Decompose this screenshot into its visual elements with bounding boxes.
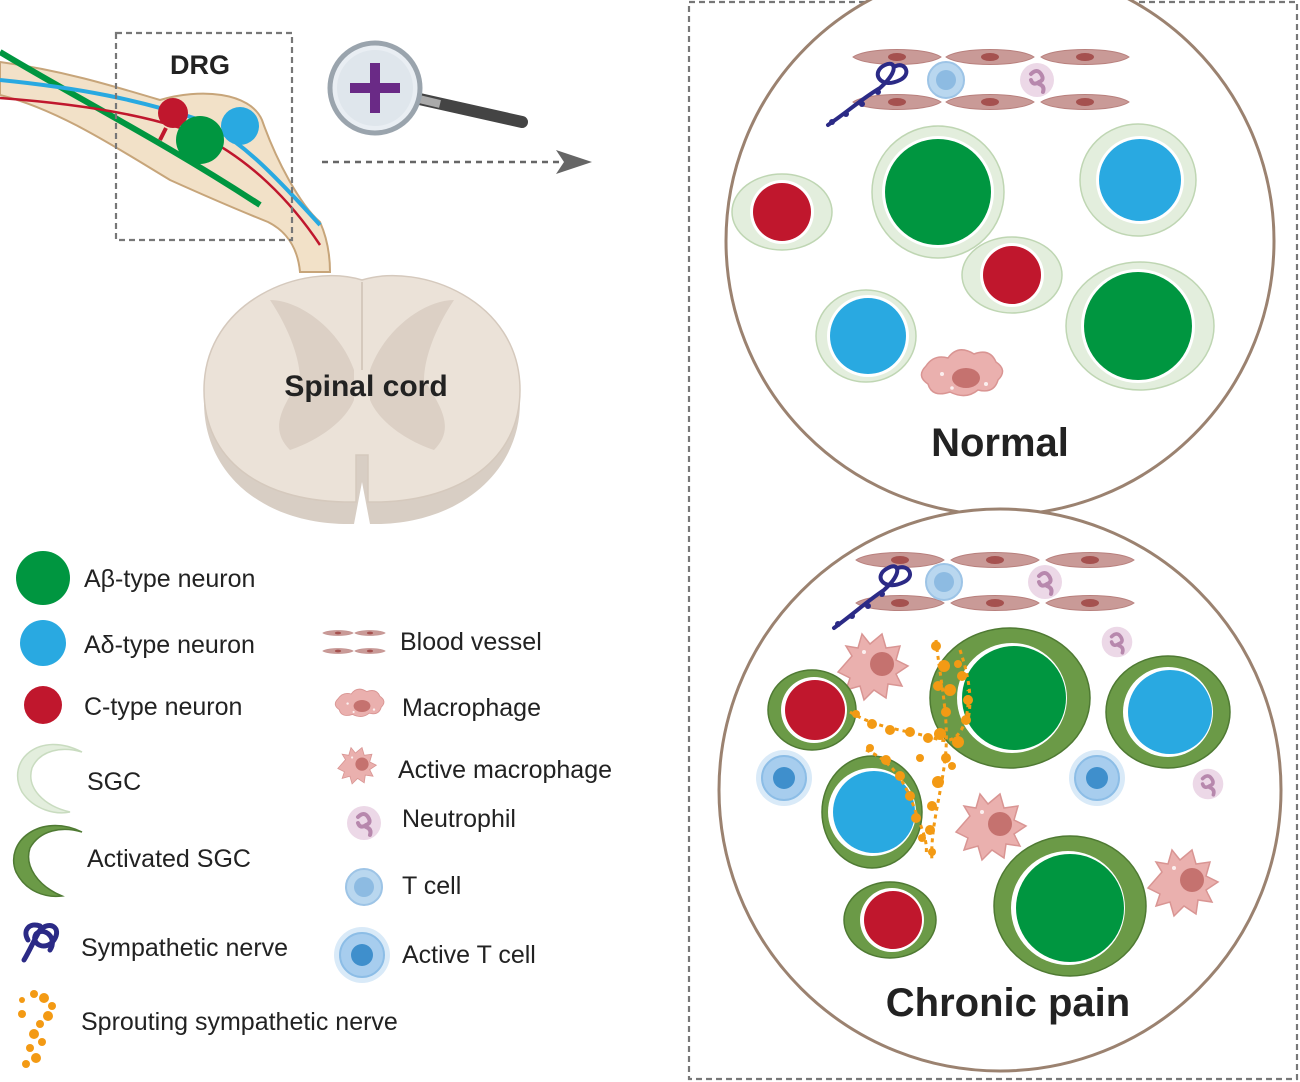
- legend-label-ab: Aβ-type neuron: [84, 565, 255, 593]
- ab-neuron-soma: [176, 116, 224, 164]
- ab-neuron: [929, 627, 1091, 769]
- active-t-cell: [1068, 749, 1126, 807]
- legend-label-ad: Aδ-type neuron: [84, 631, 255, 659]
- ab-neuron-icon: [16, 551, 70, 605]
- spinal-cord-label: Spinal cord: [284, 370, 447, 403]
- macrophage-icon: [334, 688, 385, 717]
- chronic-pain-title: Chronic pain: [886, 981, 1130, 1025]
- active-t-cell: [755, 749, 813, 807]
- ad-neuron: [1105, 655, 1231, 769]
- c-neuron: [731, 173, 833, 251]
- legend-label-blood-vessel: Blood vessel: [400, 628, 542, 656]
- drg-label: DRG: [170, 50, 230, 80]
- legend: Aβ-type neuron Aδ-type neuron C-type neu…: [13, 551, 612, 1068]
- activated-sgc-icon: [13, 824, 83, 898]
- overview: DRG Spinal cord: [0, 31, 592, 524]
- legend-label-sympathetic: Sympathetic nerve: [81, 934, 288, 962]
- c-neuron-icon: [24, 686, 62, 724]
- drg-zoom-box: [114, 31, 294, 242]
- normal-panel: Normal: [724, 0, 1276, 517]
- sympathetic-nerve: [832, 564, 912, 630]
- sprouting-nerve-icon: [18, 990, 56, 1068]
- ab-axon: [0, 49, 262, 208]
- legend-label-neutrophil: Neutrophil: [402, 805, 516, 833]
- blood-vessel-icon: [322, 630, 386, 654]
- legend-label-active-t-cell: Active T cell: [402, 941, 536, 969]
- legend-label-activated-sgc: Activated SGC: [87, 845, 251, 873]
- c-neuron: [961, 236, 1063, 314]
- active-macrophage-icon: [337, 747, 377, 785]
- magnifier-icon: [327, 40, 528, 136]
- legend-label-macrophage: Macrophage: [402, 694, 541, 722]
- ad-neuron-soma: [221, 107, 259, 145]
- c-neuron: [843, 881, 937, 959]
- sympathetic-nerve-icon: [21, 922, 60, 963]
- legend-label-c: C-type neuron: [84, 693, 242, 721]
- legend-label-t-cell: T cell: [402, 872, 461, 900]
- ab-neuron: [1065, 261, 1215, 391]
- sympathetic-nerve: [826, 61, 909, 127]
- neutrophil-icon: [345, 804, 383, 842]
- blood-vessel: [826, 49, 1130, 127]
- spinal-cord: Spinal cord: [203, 274, 521, 524]
- ad-neuron-icon: [20, 620, 66, 666]
- sgc-icon: [16, 743, 83, 814]
- ad-neuron: [821, 755, 923, 869]
- chronic-pain-panel: Chronic pain: [717, 507, 1283, 1073]
- normal-title: Normal: [931, 421, 1069, 465]
- neutrophil: [1099, 624, 1135, 660]
- ab-neuron: [993, 835, 1147, 977]
- c-neuron: [767, 669, 857, 751]
- ab-neuron: [871, 125, 1005, 259]
- ad-neuron: [815, 289, 917, 383]
- sprouting-sympathetic-nerve: [849, 639, 973, 863]
- t-cell-icon: [345, 868, 383, 906]
- active-t-cell-icon: [333, 926, 391, 984]
- legend-label-sgc: SGC: [87, 768, 141, 796]
- blood-vessel: [832, 552, 1135, 630]
- legend-label-sprouting: Sprouting sympathetic nerve: [81, 1008, 398, 1036]
- neutrophil: [1190, 766, 1226, 802]
- zoom-arrow: [322, 150, 592, 174]
- legend-label-active-macrophage: Active macrophage: [398, 756, 612, 784]
- ad-neuron: [1079, 123, 1197, 237]
- c-neuron-soma: [158, 98, 188, 128]
